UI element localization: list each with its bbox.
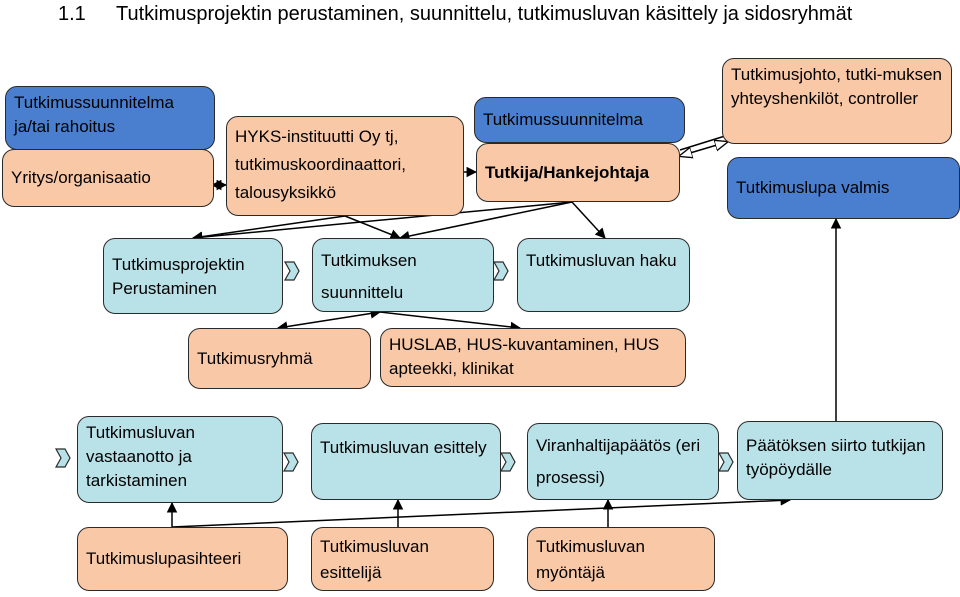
box-application: Tutkimusluvan haku xyxy=(517,238,690,312)
box-research-plan: Tutkimussuunnitelma xyxy=(474,97,685,143)
box-presentation: Tutkimusluvan esittely xyxy=(311,423,501,500)
box-research-group: Tutkimusryhmä xyxy=(188,328,371,389)
link-planning-huslab xyxy=(379,311,522,333)
box-reception: Tutkimusluvan vastaanotto ja tarkistamin… xyxy=(77,416,283,503)
link-hyks-planning xyxy=(344,215,401,240)
section-title: Tutkimusprojektin perustaminen, suunnitt… xyxy=(116,3,853,25)
section-number: 1.1 xyxy=(58,3,86,25)
box-decision: Viranhaltijapäätös (eri prosessi) xyxy=(527,423,719,500)
box-project-setup: Tutkimusprojektin Perustaminen xyxy=(103,238,283,314)
link-researcher-setup xyxy=(191,201,573,243)
box-researcher: Tutkija/Hankejohtaja xyxy=(476,143,680,202)
box-huslab: HUSLAB, HUS-kuvantaminen, HUS apteekki, … xyxy=(380,328,686,387)
box-transfer: Päätöksen siirto tutkijan työpöydälle xyxy=(737,421,943,500)
link-researcher-application xyxy=(571,201,606,239)
box-grantor: Tutkimusluvan myöntäjä xyxy=(527,527,715,591)
link-planning-group xyxy=(276,308,382,332)
chevron-icon xyxy=(54,448,71,468)
box-management: Tutkimusjohto, tutki-muksen yhteyshenkil… xyxy=(722,58,952,144)
link-expert-transfer xyxy=(171,495,792,528)
link-researcher-planning xyxy=(398,201,573,242)
chevron-icon xyxy=(499,452,516,472)
box-permit-ready: Tutkimuslupa valmis xyxy=(727,157,960,219)
chevron-icon xyxy=(492,261,509,281)
link-researcher-management-b xyxy=(680,142,727,156)
chevron-icon xyxy=(282,452,299,472)
link-researcher-management-a xyxy=(679,135,726,151)
link-hyks-setup xyxy=(191,215,346,242)
box-presenter: Tutkimusluvan esittelijä xyxy=(311,527,494,591)
box-permit-expert: Tutkimuslupasihteeri xyxy=(77,527,288,591)
box-planning: Tutkimuksen suunnittelu xyxy=(312,238,494,312)
chevron-icon xyxy=(283,261,300,281)
section-heading: 1.1 Tutkimusprojektin perustaminen, suun… xyxy=(58,2,896,27)
box-company: Yritys/organisaatio xyxy=(2,149,214,207)
box-plan-funding: Tutkimussuunnitelma ja/tai rahoitus xyxy=(5,86,215,150)
box-hyks: HYKS-instituutti Oy tj, tutkimuskoordina… xyxy=(226,116,464,216)
chevron-icon xyxy=(717,452,734,472)
